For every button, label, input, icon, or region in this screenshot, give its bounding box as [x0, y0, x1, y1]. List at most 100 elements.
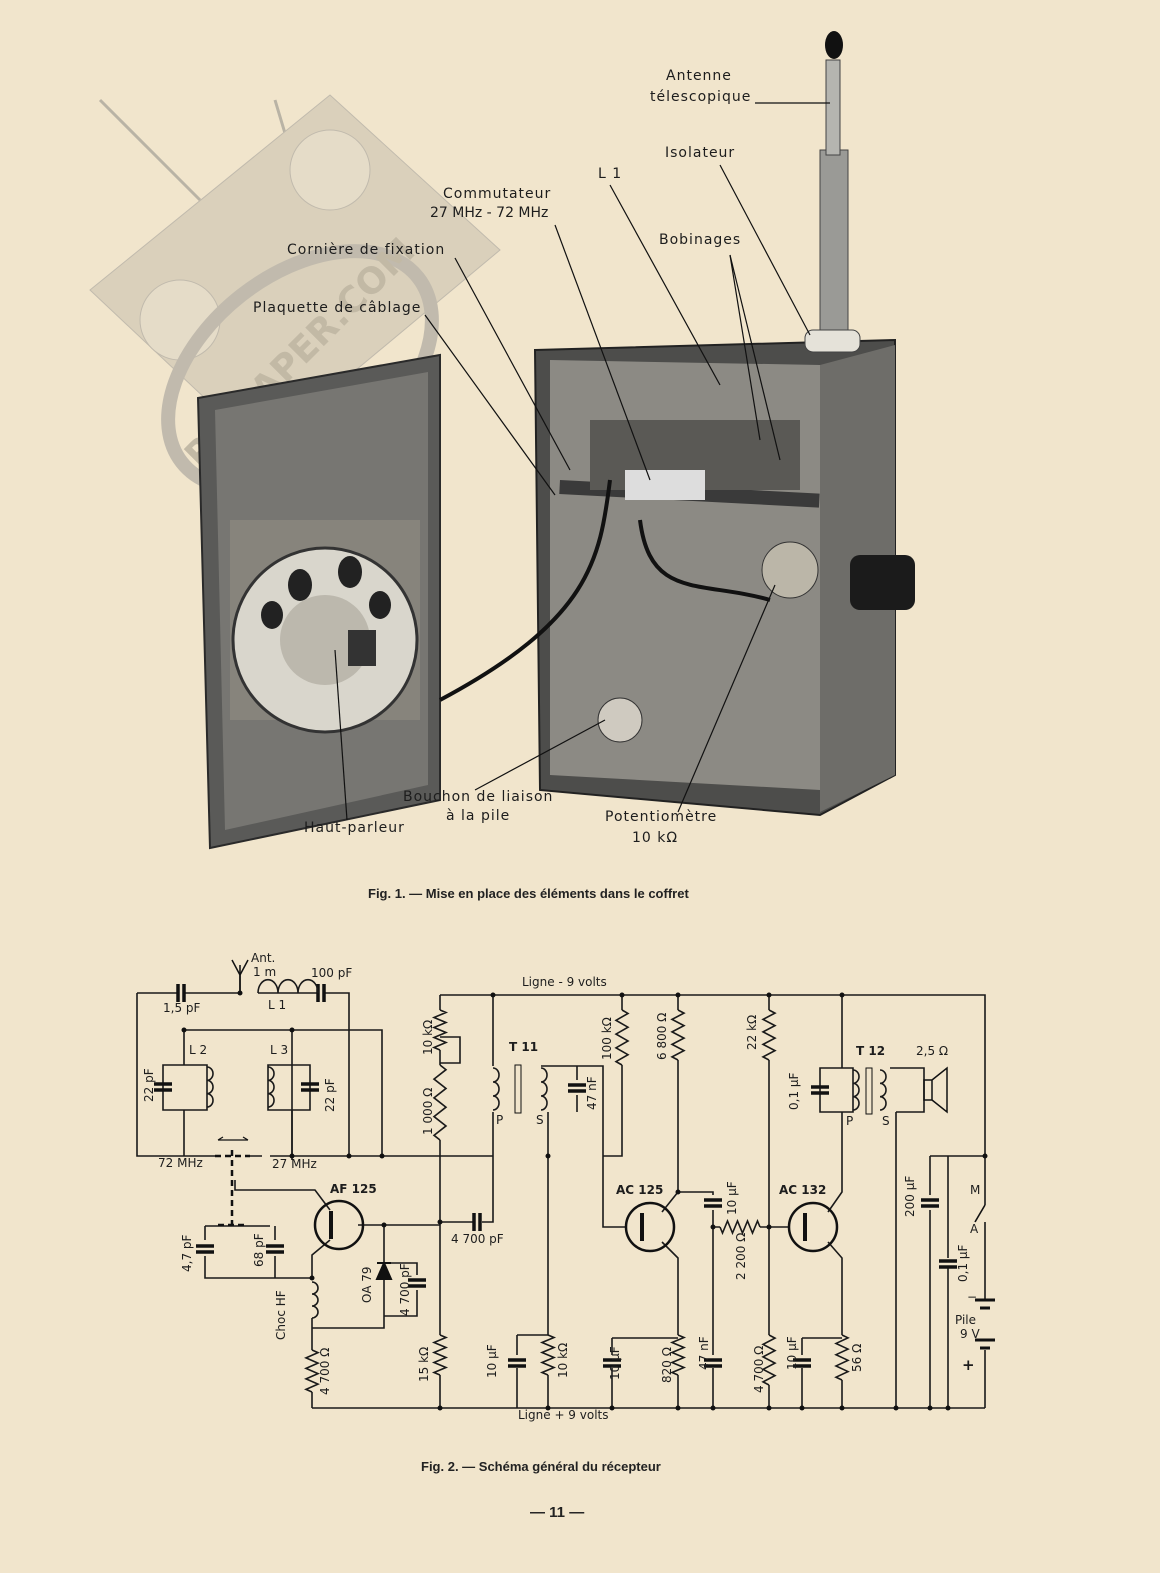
resistor-symbol [669, 1334, 687, 1376]
resistor-symbol [761, 1334, 777, 1386]
capacitor-symbol [154, 1082, 172, 1092]
sch-c10uf-a: 10 µF [485, 1344, 499, 1378]
sch-t12-p: P [846, 1114, 854, 1128]
coil-symbol [852, 1069, 860, 1111]
telescopic-antenna [819, 149, 849, 331]
sch-c4700pf-a: 4 700 pF [398, 1263, 412, 1316]
antenna-icon [231, 959, 249, 993]
sch-l2: L 2 [189, 1043, 208, 1057]
sch-oa79: OA 79 [360, 1266, 374, 1303]
sch-r4700-a: 4 700 Ω [318, 1347, 332, 1395]
sch-c68pf: 68 pF [252, 1233, 266, 1267]
junction-dot [799, 1405, 805, 1411]
sch-t12-s: S [882, 1114, 890, 1128]
sch-t11: T 11 [509, 1040, 539, 1054]
sch-c10uf-c: 10 µF [608, 1346, 622, 1380]
schematic-components [154, 959, 995, 1411]
sch-l1: L 1 [268, 998, 287, 1012]
junction-dot [437, 1405, 443, 1411]
sch-pile: Pile [955, 1313, 977, 1327]
label-telescopique: télescopique [650, 89, 752, 105]
sch-r6800: 6 800 Ω [655, 1012, 669, 1060]
capacitor-symbol [508, 1358, 526, 1368]
page-number: — 11 — [530, 1504, 585, 1521]
sch-r1000: 1 000 Ω [421, 1087, 435, 1135]
resistor-symbol [432, 1064, 448, 1141]
sch-c4700pf-b: 4 700 pF [451, 1232, 504, 1246]
sch-battery-plus: + [962, 1356, 975, 1374]
sch-c-100pf: 100 pF [311, 966, 353, 980]
label-commutateur-freq: 27 MHz - 72 MHz [430, 205, 549, 221]
sch-r2200: 2 200 Ω [734, 1232, 748, 1280]
speaker-icon [923, 1066, 948, 1114]
label-potentiometre: Potentiomètre [605, 809, 718, 825]
capacitor-symbol [603, 1358, 621, 1368]
receiver-photo: RC-PAPER.COM [89, 31, 915, 850]
sch-27mhz: 27 MHz [272, 1157, 317, 1171]
junction-dot [710, 1224, 716, 1230]
capacitor-symbol [704, 1198, 722, 1208]
resistor-symbol [834, 1334, 850, 1381]
sch-ac132: AC 132 [779, 1183, 827, 1197]
junction-dot [181, 1027, 187, 1033]
sch-rail-neg: Ligne - 9 volts [522, 975, 607, 989]
resistor-symbol [431, 1334, 449, 1376]
label-bobinages: Bobinages [659, 232, 742, 248]
junction-dot [437, 1219, 443, 1225]
label-haut-parleur: Haut-parleur [304, 820, 405, 836]
sch-t11-p: P [496, 1113, 504, 1127]
label-l1: L 1 [598, 166, 623, 182]
sch-c22b: 22 pF [323, 1078, 337, 1112]
schematic-wires [136, 965, 986, 1409]
coil-symbol [206, 1066, 214, 1108]
fig1-caption: Fig. 1. — Mise en place des éléments dan… [368, 886, 689, 901]
double-arrow-icon [217, 1136, 249, 1141]
sch-r10k: 10 kΩ [556, 1342, 570, 1378]
junction-dot [839, 1405, 845, 1411]
label-a-la-pile: à la pile [446, 808, 511, 824]
junction-dot [619, 992, 625, 998]
capacitor-symbol [301, 1082, 319, 1092]
capacitor-symbol [316, 984, 326, 1002]
sch-t12: T 12 [856, 1044, 886, 1058]
junction-dot [545, 1405, 551, 1411]
junction-dot [982, 1153, 988, 1159]
transistor-symbol [787, 1201, 839, 1253]
capacitor-symbol [793, 1358, 811, 1368]
capacitor-symbol [704, 1358, 722, 1368]
battery-symbol [975, 1298, 995, 1350]
capacitor-symbol [811, 1085, 829, 1095]
junction-dot [710, 1405, 716, 1411]
coil-symbol [879, 1069, 887, 1111]
coil-symbol [492, 1067, 500, 1111]
resistor-symbol [761, 1009, 777, 1061]
sch-c4-7pf: 4,7 pF [180, 1234, 194, 1272]
junction-dot [766, 992, 772, 998]
sch-r22k: 22 kΩ [745, 1014, 759, 1050]
junction-dot [545, 1153, 551, 1159]
sch-c0-1uf-a: 0,1 µF [787, 1072, 801, 1110]
junction-dot [309, 1275, 315, 1281]
sch-72mhz: 72 MHz [158, 1156, 203, 1170]
resistor-symbol [614, 1009, 630, 1066]
capacitor-symbol [408, 1278, 426, 1288]
sch-c10uf-d: 10 µF [785, 1336, 799, 1370]
coil-symbol [540, 1067, 548, 1111]
junction-dot [346, 1153, 352, 1159]
sch-switch-m: M [970, 1183, 981, 1197]
junction-dot [289, 1153, 295, 1159]
capacitor-symbol [176, 984, 186, 1002]
junction-dot [766, 1405, 772, 1411]
sch-r56: 56 Ω [850, 1343, 864, 1372]
capacitor-symbol [472, 1213, 482, 1231]
resistor-symbol [539, 1334, 557, 1376]
label-antenne: Antenne [666, 68, 732, 84]
transformer-core [865, 1067, 873, 1115]
label-potentiometre-value: 10 kΩ [632, 830, 679, 846]
junction-dot [766, 1224, 772, 1230]
transistor-symbol [624, 1201, 676, 1253]
capacitor-symbol [196, 1244, 214, 1254]
label-plaquette: Plaquette de câblage [253, 300, 422, 316]
junction-dot [945, 1405, 951, 1411]
